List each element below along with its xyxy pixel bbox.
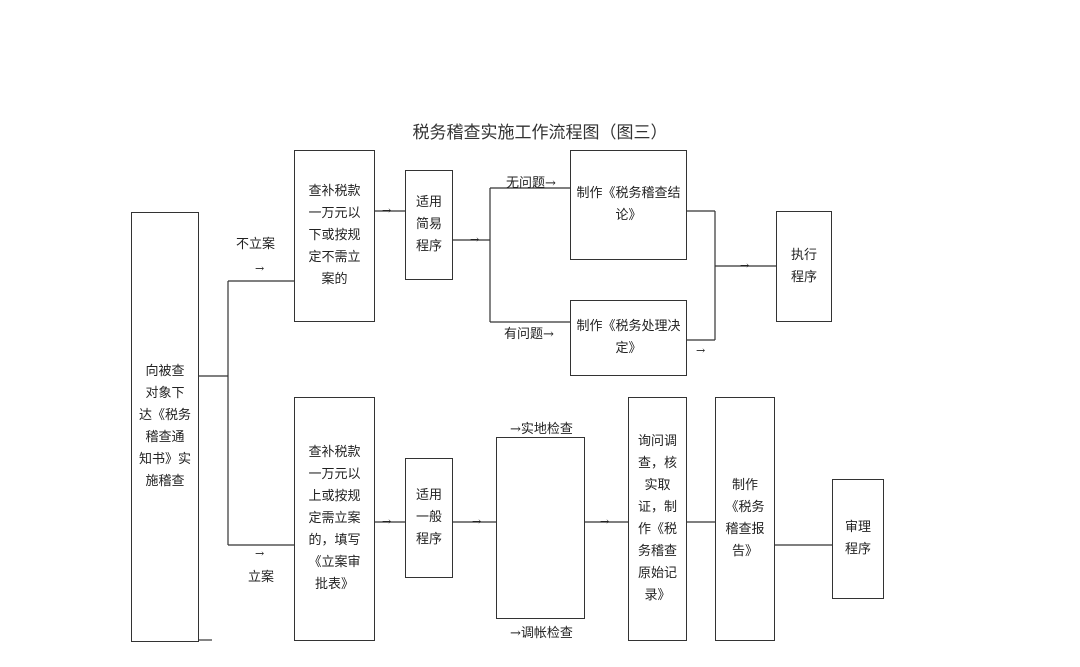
simple-procedure-node: 适用 简易 程序: [405, 170, 453, 280]
page-title: 税务稽查实施工作流程图（图三）: [412, 123, 668, 143]
no-case-label: 不立案: [236, 237, 276, 252]
inquiry-text: 询问调 查，核 实取 证，制 作《税 务稽查 原始记 录》: [637, 434, 677, 603]
start-node: 向被查 对象下 达《税务 稽查通 知书》实 施稽查: [131, 212, 199, 642]
arrow-right-icon: →: [382, 204, 392, 217]
account-check-label: →调帐检查: [510, 626, 573, 641]
general-procedure-text: 适用 一般 程序: [415, 488, 442, 547]
lower-condition-node: 查补税款 一万元以 上或按规 定需立案 的，填写 《立案审 批表》: [294, 397, 375, 641]
review-node: 审理 程序: [832, 479, 884, 599]
arrow-right-icon: →: [255, 262, 265, 275]
decision-text: 制作《税务处理决 定》: [576, 319, 681, 356]
case-label: 立案: [248, 570, 275, 585]
arrow-right-icon: →: [600, 515, 610, 528]
simple-procedure-text: 适用 简易 程序: [415, 195, 442, 254]
upper-condition-text: 查补税款 一万元以 下或按规 定不需立 案的: [308, 184, 361, 287]
review-text: 审理 程序: [844, 520, 871, 557]
execute-node: 执行 程序: [776, 211, 832, 322]
field-check-label: →实地检查: [510, 422, 573, 437]
start-node-text: 向被查 对象下 达《税务 稽查通 知书》实 施稽查: [138, 364, 191, 489]
arrow-right-icon: →: [470, 233, 480, 246]
decision-node: 制作《税务处理决 定》: [570, 300, 687, 376]
report-text: 制作 《税务 稽查报 告》: [725, 478, 765, 559]
conclusion-node: 制作《税务稽查结 论》: [570, 150, 687, 260]
inspection-node: [496, 437, 585, 619]
upper-condition-node: 查补税款 一万元以 下或按规 定不需立 案的: [294, 150, 375, 322]
conclusion-text: 制作《税务稽查结 论》: [576, 186, 681, 223]
inquiry-node: 询问调 查，核 实取 证，制 作《税 务稽查 原始记 录》: [628, 397, 687, 641]
arrow-right-icon: →: [382, 515, 392, 528]
no-problem-label: 无问题→: [506, 176, 556, 191]
general-procedure-node: 适用 一般 程序: [405, 458, 453, 578]
arrow-right-icon: →: [472, 515, 482, 528]
arrow-right-icon: →: [740, 259, 750, 272]
arrow-right-icon: →: [255, 547, 265, 560]
report-node: 制作 《税务 稽查报 告》: [715, 397, 775, 641]
has-problem-label: 有问题→: [504, 327, 554, 342]
arrow-right-icon: →: [696, 344, 706, 357]
lower-condition-text: 查补税款 一万元以 上或按规 定需立案 的，填写 《立案审 批表》: [308, 445, 361, 592]
execute-text: 执行 程序: [790, 247, 817, 285]
